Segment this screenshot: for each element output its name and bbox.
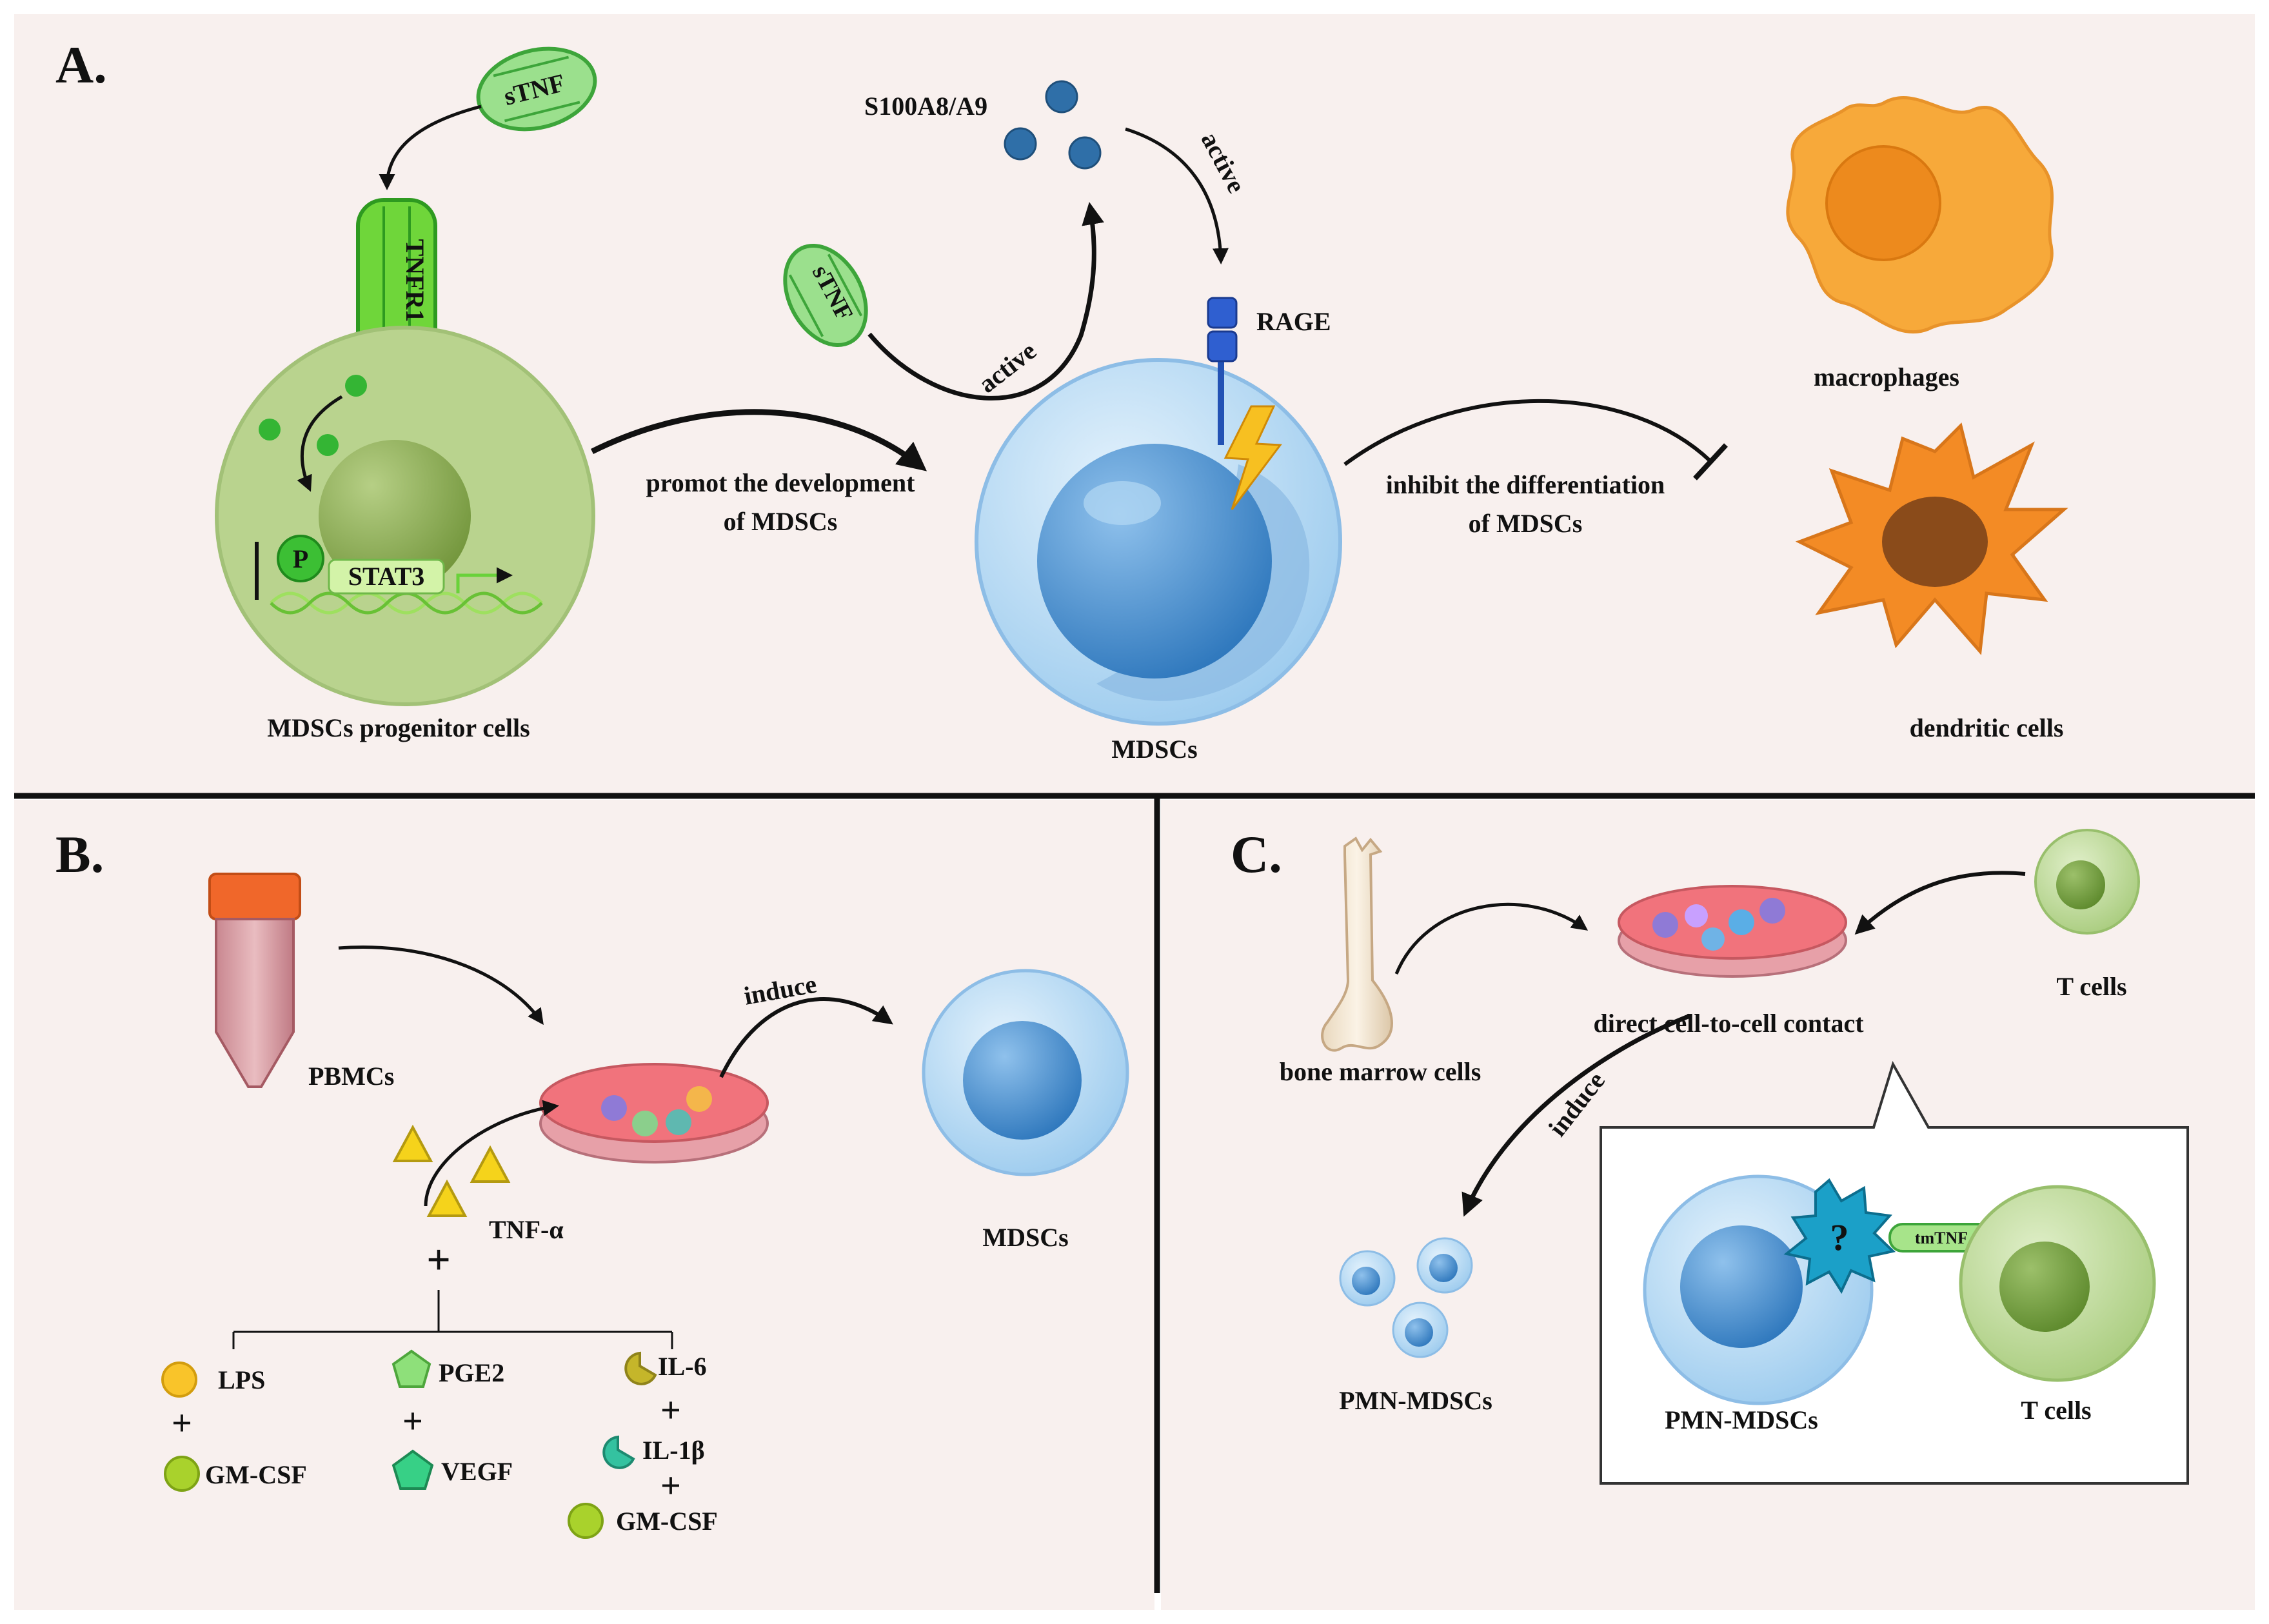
pmn-small-label: PMN-MDSCs — [1339, 1386, 1492, 1415]
conical-tube-icon — [208, 873, 301, 1088]
induce-arrow-c — [1461, 1013, 1691, 1217]
tnf-alpha-triangle-2 — [470, 1145, 511, 1183]
vegf-label: VEGF — [441, 1457, 513, 1486]
inset-pmn-label: PMN-MDSCs — [1665, 1405, 1818, 1434]
inset-t-cells-label: T cells — [2021, 1396, 2091, 1425]
pge2-label: PGE2 — [439, 1358, 504, 1387]
panel-a-label: A. — [55, 35, 107, 94]
stnf-top-icon — [476, 46, 597, 132]
plus-4: + — [660, 1466, 681, 1506]
inhibit-bar — [1693, 443, 1728, 480]
inset-pmn-nucleus — [1680, 1225, 1803, 1348]
promote-arrow — [591, 409, 927, 471]
bone-marrow-label: bone marrow cells — [1280, 1057, 1481, 1086]
stnf-to-tnfr1-arrow — [379, 104, 482, 190]
panel-b-label: B. — [55, 825, 104, 884]
gmcsf-1-label: GM-CSF — [205, 1460, 307, 1489]
question-mark: ? — [1830, 1216, 1849, 1258]
signal-dot-1 — [345, 375, 367, 397]
pbmcs-label: PBMCs — [308, 1062, 394, 1091]
phosphate-circle — [277, 535, 324, 582]
stat3-box — [328, 559, 445, 595]
panel-b-background — [14, 800, 1154, 1610]
petri-dish-b-icon — [539, 1063, 769, 1164]
mdsc-nucleus-highlight — [1084, 481, 1161, 525]
panel-c-label: C. — [1231, 825, 1282, 884]
lps-label: LPS — [218, 1365, 265, 1394]
il1b-icon — [602, 1435, 635, 1469]
tnf-alpha-triangle-1 — [392, 1124, 433, 1162]
macrophages-label: macrophages — [1814, 362, 1959, 391]
gmcsf-1-icon — [164, 1456, 200, 1492]
induce-arrow-b — [719, 997, 893, 1078]
pge2-icon — [391, 1349, 431, 1388]
pmn-small-1-nucleus — [1352, 1267, 1380, 1295]
stat3-label: STAT3 — [348, 562, 425, 591]
pbmc-to-dish-arrow — [338, 945, 544, 1025]
t-cell-top-nucleus — [2056, 860, 2105, 909]
plus-3: + — [660, 1391, 681, 1431]
bone-icon — [1321, 837, 1393, 1052]
il6-icon — [624, 1351, 657, 1385]
pmn-small-3-nucleus — [1405, 1318, 1433, 1347]
inset-t-nucleus — [1999, 1242, 2090, 1332]
petri-dish-c-icon — [1618, 885, 1847, 978]
question-burst-icon — [1783, 1178, 1896, 1294]
contact-label: direct cell-to-cell contact — [1593, 1009, 1864, 1038]
lightning-icon — [1224, 405, 1282, 510]
progenitor-label: MDSCs progenitor cells — [267, 713, 530, 742]
tcell-to-dish-arrow — [1854, 871, 2026, 935]
tnf-to-dish-arrow — [424, 1100, 559, 1207]
signal-dot-2 — [259, 419, 281, 441]
s100-dot-3 — [1068, 136, 1102, 170]
vegf-icon — [391, 1449, 434, 1490]
inhibit-text-line1: inhibit the differentiation — [1386, 470, 1665, 499]
tmtnf-label: tmTNF — [1915, 1229, 1968, 1247]
tnfr1-label: TNFR1 — [401, 239, 430, 322]
dendritic-label: dendritic cells — [1910, 713, 2064, 742]
s100-dot-2 — [1004, 127, 1037, 161]
progenitor-nucleus — [319, 440, 471, 592]
il1b-label: IL-1β — [642, 1436, 705, 1465]
rage-block-1 — [1207, 297, 1238, 329]
phosphate-label: P — [293, 544, 308, 573]
signal-arrow — [297, 395, 343, 492]
s100-dot-1 — [1045, 80, 1078, 114]
s100-label: S100A8/A9 — [864, 92, 987, 121]
rage-stalk — [1218, 361, 1224, 445]
mdscs-label-b: MDSCs — [982, 1223, 1068, 1252]
s100-to-rage-arrow — [1125, 127, 1229, 264]
bone-to-dish-arrow — [1394, 902, 1589, 975]
signal-dot-3 — [317, 434, 339, 456]
rage-block-2 — [1207, 330, 1238, 362]
dendritic-nucleus — [1882, 497, 1988, 587]
stnf-to-s100-arrow — [867, 202, 1104, 401]
gmcsf-3-icon — [568, 1503, 604, 1539]
inhibit-arrow — [1343, 399, 1712, 466]
mdsc-label: MDSCs — [1111, 735, 1197, 764]
transcription-arrow — [456, 567, 513, 593]
macrophage-nucleus — [1825, 145, 1941, 261]
promote-text-line2: of MDSCs — [724, 507, 838, 536]
tnf-alpha-label: TNF-α — [489, 1215, 564, 1244]
il6-label: IL-6 — [658, 1352, 707, 1381]
lps-icon — [161, 1362, 197, 1398]
gmcsf-3-label: GM-CSF — [616, 1507, 718, 1536]
stnf-mid-icon — [783, 243, 868, 348]
plus-main: + — [426, 1236, 451, 1283]
promote-text-line1: promot the development — [646, 468, 916, 497]
t-cells-top-label: T cells — [2056, 972, 2126, 1001]
plus-2: + — [402, 1401, 423, 1441]
combination-bracket — [232, 1290, 673, 1349]
plus-1: + — [172, 1403, 192, 1443]
inhibit-text-line2: of MDSCs — [1469, 509, 1583, 538]
rage-label: RAGE — [1256, 307, 1331, 336]
pmn-small-2-nucleus — [1429, 1254, 1458, 1282]
mdsc-nucleus-b — [963, 1021, 1082, 1140]
mdsc-nucleus — [1037, 444, 1272, 678]
tnf-alpha-triangle-3 — [426, 1179, 468, 1217]
